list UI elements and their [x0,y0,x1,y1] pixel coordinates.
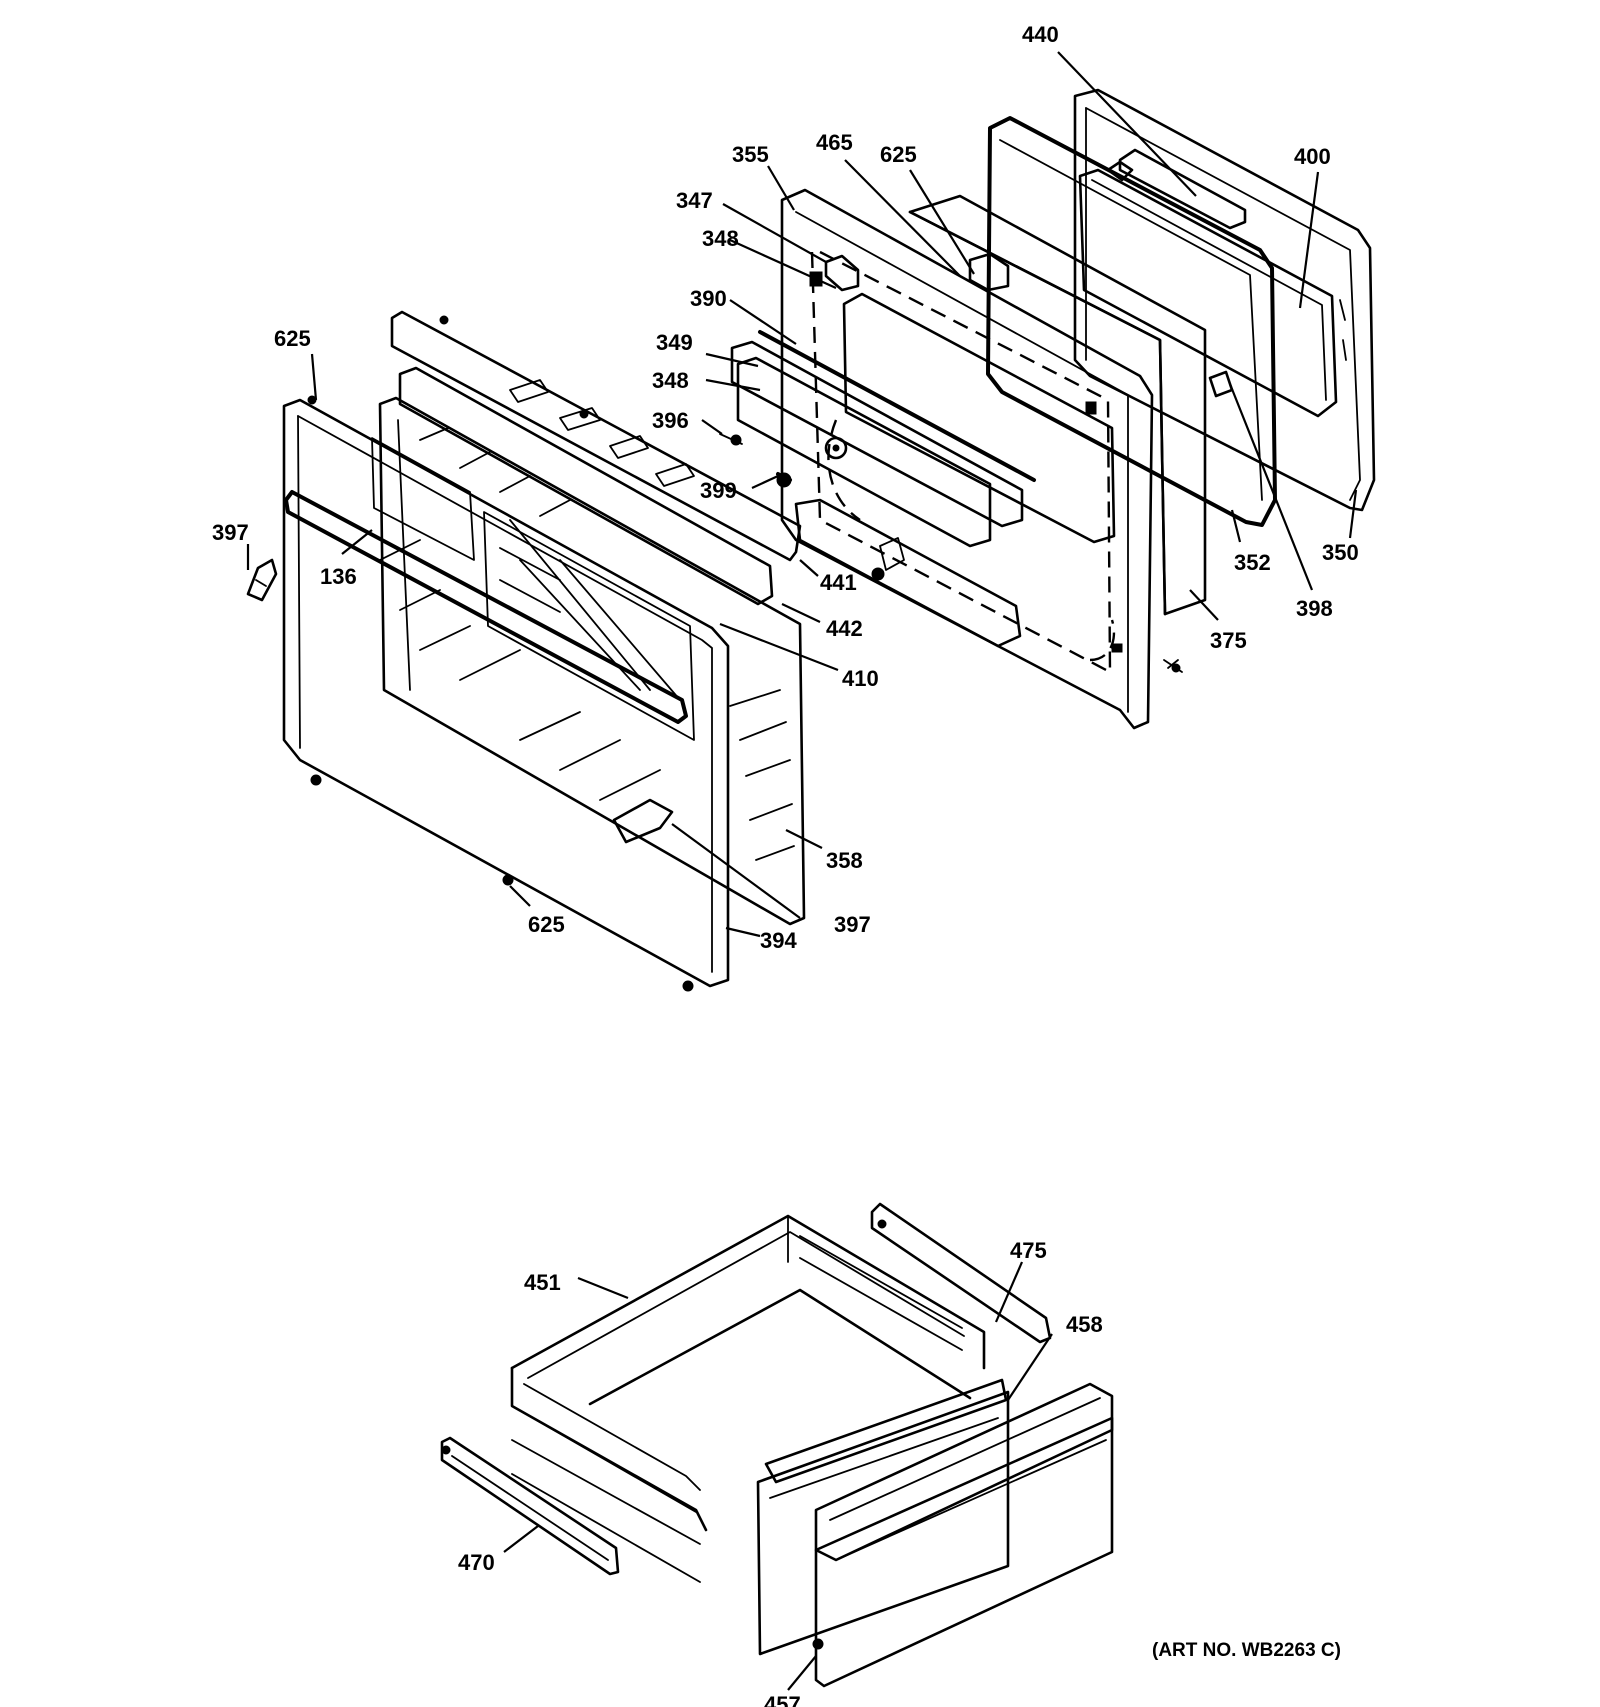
callout-410: 410 [842,666,879,691]
callout-375: 375 [1210,628,1247,653]
callout-396: 396 [652,408,689,433]
callout-625-bottom: 625 [528,912,565,937]
callout-457: 457 [764,1692,801,1707]
callout-440: 440 [1022,22,1059,47]
handle-endcap-397 [246,558,278,602]
callout-625-left: 625 [274,326,311,351]
insulation-375 [908,194,1207,616]
outer-door-panel-394 [282,395,730,992]
callout-390: 390 [690,286,727,311]
drawer-front-panel-457 [812,1382,1114,1688]
callout-441: 441 [820,570,857,595]
callout-352: 352 [1234,550,1271,575]
vent-bracket-441-top [390,310,802,562]
callout-399: 399 [700,478,737,503]
callout-458: 458 [1066,1312,1103,1337]
inner-glass-400 [1078,148,1338,418]
callout-355: 355 [732,142,769,167]
door-gasket-bracket-398 [1208,370,1234,398]
drawer-slide-475 [870,1202,1052,1344]
door-clip-465 [968,160,1134,292]
art-number-label: (ART NO. WB2263 C) [1152,1640,1341,1661]
callout-400: 400 [1294,144,1331,169]
inner-door-panel-355 [780,188,1154,730]
screws-396-399 [719,433,1183,673]
drawer-slide-470 [440,1436,620,1576]
callout-358: 358 [826,848,863,873]
vent-duct-441 [794,498,1022,648]
callout-397-right: 397 [834,912,871,937]
door-gasket-352 [986,116,1277,527]
callout-labels: 440 400 355 465 625 347 348 390 349 348 … [212,22,1359,1707]
callout-349: 349 [656,330,693,355]
drawer-front-458 [756,1378,1010,1656]
drawer-451 [510,1214,986,1583]
callout-347: 347 [676,188,713,213]
callout-451: 451 [524,1270,561,1295]
callout-348-a: 348 [702,226,739,251]
callout-625-top: 625 [880,142,917,167]
door-hinge-bracket-347 [824,254,860,292]
hinge-bar-390 [730,330,1036,528]
callout-397-left: 397 [212,520,249,545]
callout-465: 465 [816,130,853,155]
callout-136: 136 [320,564,357,589]
callout-348-b: 348 [652,368,689,393]
callout-394: 394 [760,928,797,953]
window-glass-442 [378,366,806,926]
callout-442: 442 [826,616,863,641]
latch-plate-349 [736,356,992,548]
callout-470: 470 [458,1550,495,1575]
leader-lines [246,51,1358,1691]
callout-350: 350 [1322,540,1359,565]
callout-475: 475 [1010,1238,1047,1263]
callout-398: 398 [1296,596,1333,621]
